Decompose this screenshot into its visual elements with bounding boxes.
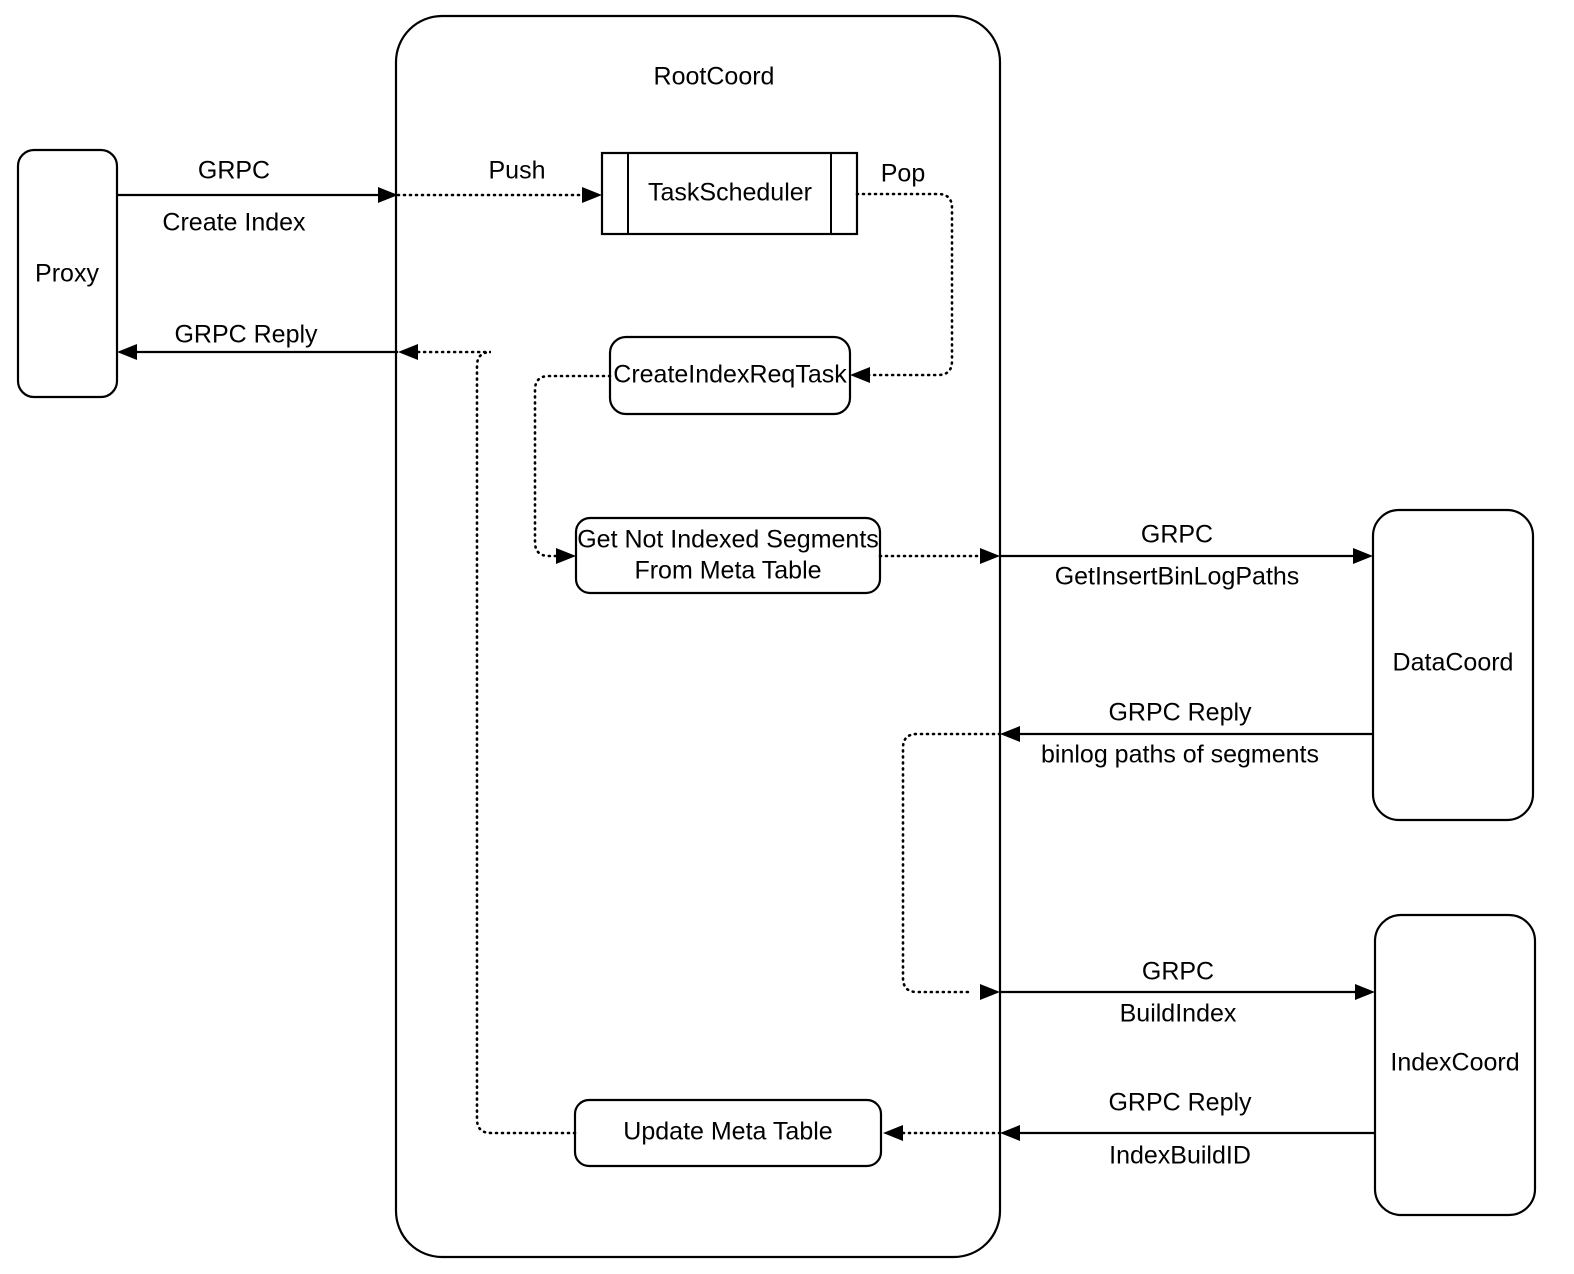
edge-label-getinsertbinlogpaths: GetInsertBinLogPaths — [1055, 563, 1300, 591]
pop-path — [855, 192, 954, 377]
edge-label-grpc-reply-indexcoord: GRPC Reply — [1108, 1089, 1252, 1117]
node-get-not-indexed-segments[interactable]: Get Not Indexed Segments From Meta Table — [574, 516, 882, 595]
update-meta-table-label: Update Meta Table — [623, 1118, 832, 1146]
task-to-get-segments-path — [533, 374, 612, 558]
datacoord-reply-arrowhead — [1000, 726, 1020, 742]
edge-push-to-scheduler: Push — [396, 157, 602, 203]
container-rootcoord: RootCoord — [394, 14, 1002, 1259]
edge-update-meta-to-reply — [398, 344, 577, 1135]
edge-label-buildindex: BuildIndex — [1120, 1000, 1237, 1028]
edge-pop-from-scheduler: Pop — [850, 160, 954, 383]
get-segments-to-border-arrowhead — [980, 548, 1000, 564]
create-index-req-task-label: CreateIndexReqTask — [613, 361, 847, 389]
indexcoord-box[interactable] — [1373, 913, 1537, 1217]
update-meta-to-reply-path — [412, 350, 577, 1135]
edge-rootcoord-to-proxy: GRPC Reply — [117, 321, 398, 360]
rootcoord-boundary — [394, 14, 1002, 1259]
edge-proxy-to-rootcoord: GRPC Create Index — [117, 157, 398, 237]
to-indexcoord-arrowhead — [1355, 984, 1375, 1000]
update-meta-to-reply-arrowhead — [398, 344, 418, 360]
indexcoord-reply-arrowhead — [1000, 1125, 1020, 1141]
edge-label-create-index: Create Index — [162, 209, 306, 237]
node-datacoord[interactable]: DataCoord — [1371, 508, 1535, 822]
edge-label-grpc-indexcoord: GRPC — [1142, 958, 1214, 986]
push-arrowhead — [582, 187, 602, 203]
rootcoord-to-proxy-arrowhead — [117, 344, 137, 360]
edge-label-grpc-datacoord: GRPC — [1141, 521, 1213, 549]
node-update-meta-table[interactable]: Update Meta Table — [573, 1098, 883, 1168]
task-scheduler-label: TaskScheduler — [648, 179, 812, 207]
node-task-scheduler[interactable]: TaskScheduler — [600, 151, 859, 236]
internal-reply-to-buildindex-arrowhead — [980, 984, 1000, 1000]
edge-label-binlog-paths: binlog paths of segments — [1041, 741, 1319, 769]
node-create-index-req-task[interactable]: CreateIndexReqTask — [608, 335, 852, 416]
edge-border-to-update-meta — [883, 1125, 1002, 1141]
pop-arrowhead — [850, 367, 870, 383]
proxy-box[interactable] — [16, 148, 119, 399]
proxy-label: Proxy — [35, 260, 99, 288]
edge-label-grpc-reply-proxy: GRPC Reply — [174, 321, 318, 349]
node-proxy[interactable]: Proxy — [16, 148, 119, 399]
edge-label-grpc-1: GRPC — [198, 157, 270, 185]
edge-label-push: Push — [489, 157, 546, 185]
edge-label-pop: Pop — [881, 160, 925, 188]
task-to-get-segments-arrowhead — [556, 548, 576, 564]
edge-task-to-get-segments — [533, 374, 612, 564]
datacoord-label: DataCoord — [1393, 649, 1514, 677]
edge-indexcoord-reply: GRPC Reply IndexBuildID — [1000, 1089, 1375, 1170]
edge-datacoord-reply: GRPC Reply binlog paths of segments — [1000, 699, 1373, 769]
edge-internal-reply-to-buildindex — [901, 732, 1002, 1000]
rootcoord-label: RootCoord — [654, 63, 775, 91]
indexcoord-label: IndexCoord — [1390, 1049, 1519, 1077]
border-to-update-meta-arrowhead — [883, 1125, 903, 1141]
datacoord-box[interactable] — [1371, 508, 1535, 822]
get-not-indexed-segments-label-line1: Get Not Indexed Segments — [577, 526, 879, 554]
proxy-to-rootcoord-arrowhead — [378, 187, 398, 203]
edge-get-segments-to-datacoord: GRPC GetInsertBinLogPaths — [1000, 521, 1373, 591]
to-datacoord-arrowhead — [1353, 548, 1373, 564]
edge-get-segments-to-border — [878, 548, 1000, 564]
edge-to-indexcoord: GRPC BuildIndex — [1000, 958, 1375, 1028]
node-indexcoord[interactable]: IndexCoord — [1373, 913, 1537, 1217]
edge-label-indexbuildid: IndexBuildID — [1109, 1142, 1251, 1170]
get-not-indexed-segments-label-line2: From Meta Table — [634, 557, 821, 585]
edge-label-grpc-reply-datacoord: GRPC Reply — [1108, 699, 1252, 727]
